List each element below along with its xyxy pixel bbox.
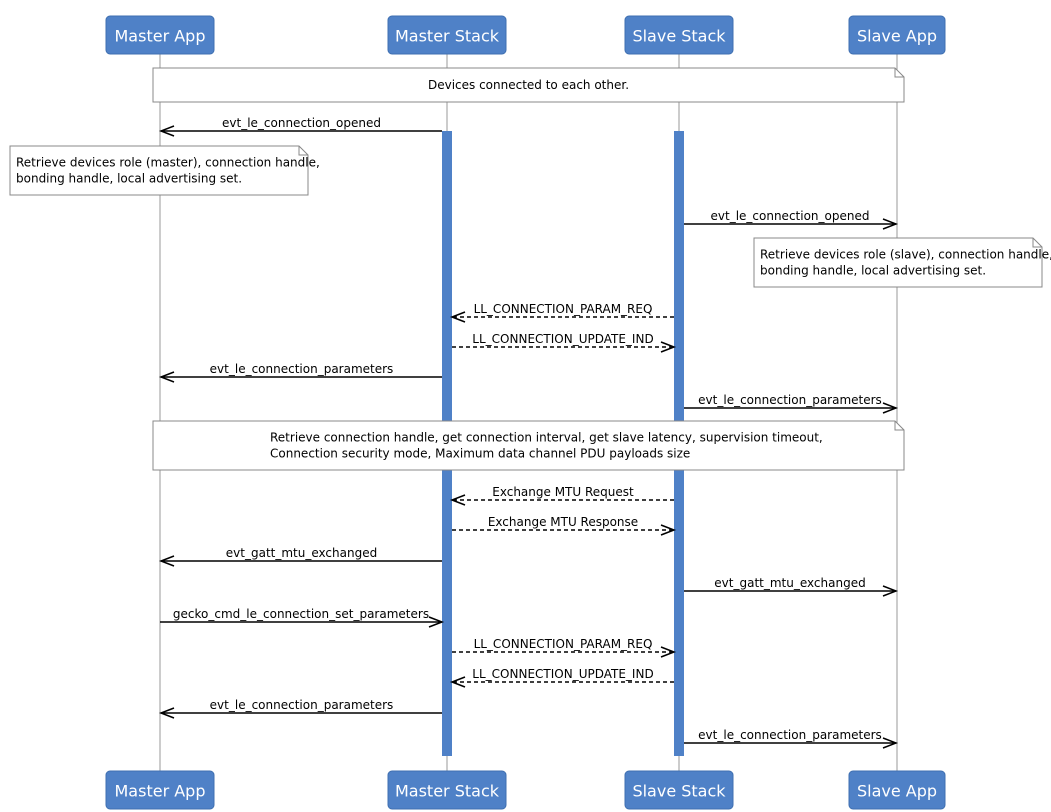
message-label: gecko_cmd_le_connection_set_parameters xyxy=(173,607,429,621)
arrowhead-icon xyxy=(882,585,899,597)
participant-slave_stack-bottom: Slave Stack xyxy=(624,770,734,810)
message-10: evt_gatt_mtu_exchanged xyxy=(684,576,899,597)
note-2: Retrieve devices role (master), connecti… xyxy=(9,145,320,196)
arrowhead-icon xyxy=(158,125,175,137)
arrowhead-icon xyxy=(882,402,899,414)
participant-label: Slave App xyxy=(857,27,937,46)
note-3: Retrieve devices role (slave), connectio… xyxy=(753,237,1051,288)
message-4: LL_CONNECTION_UPDATE_IND xyxy=(452,332,677,353)
arrowhead-icon xyxy=(449,676,466,688)
arrowhead-icon xyxy=(158,371,175,383)
message-label: evt_le_connection_opened xyxy=(222,116,381,130)
message-11: gecko_cmd_le_connection_set_parameters xyxy=(160,607,445,628)
message-label: evt_le_connection_parameters xyxy=(698,728,882,742)
message-label: evt_gatt_mtu_exchanged xyxy=(226,546,377,560)
message-12: LL_CONNECTION_PARAM_REQ xyxy=(452,637,677,658)
arrowhead-icon xyxy=(660,524,677,536)
message-label: LL_CONNECTION_UPDATE_IND xyxy=(472,332,653,346)
arrowhead-icon xyxy=(158,707,175,719)
note-line: Devices connected to each other. xyxy=(428,78,629,92)
participant-label: Slave Stack xyxy=(632,782,726,801)
arrowhead-icon xyxy=(158,555,175,567)
participant-master_app-bottom: Master App xyxy=(105,770,215,810)
message-label: Exchange MTU Request xyxy=(492,485,634,499)
participant-label: Master Stack xyxy=(395,782,500,801)
arrowhead-icon xyxy=(882,737,899,749)
message-label: evt_le_connection_parameters xyxy=(210,698,394,712)
arrowhead-icon xyxy=(660,646,677,658)
arrowhead-icon xyxy=(428,616,445,628)
participant-label: Master App xyxy=(115,27,206,46)
message-6: evt_le_connection_parameters xyxy=(684,393,899,414)
message-label: evt_le_connection_parameters xyxy=(698,393,882,407)
message-3: LL_CONNECTION_PARAM_REQ xyxy=(449,302,674,323)
participant-master_stack-top: Master Stack xyxy=(387,15,507,55)
participant-slave_app-bottom: Slave App xyxy=(848,770,946,810)
note-line: bonding handle, local advertising set. xyxy=(760,264,986,278)
note-line: Retrieve connection handle, get connecti… xyxy=(270,431,823,445)
message-label: LL_CONNECTION_UPDATE_IND xyxy=(472,667,653,681)
message-8: Exchange MTU Response xyxy=(452,515,677,536)
message-7: Exchange MTU Request xyxy=(449,485,674,506)
participant-master_app-top: Master App xyxy=(105,15,215,55)
note-line: Retrieve devices role (master), connecti… xyxy=(16,156,320,170)
message-2: evt_le_connection_opened xyxy=(684,209,899,230)
participant-label: Slave Stack xyxy=(632,27,726,46)
participant-label: Master App xyxy=(115,782,206,801)
message-5: evt_le_connection_parameters xyxy=(158,362,442,383)
note-line: Connection security mode, Maximum data c… xyxy=(270,447,690,461)
participant-label: Master Stack xyxy=(395,27,500,46)
note-1: Devices connected to each other. xyxy=(152,67,905,103)
message-label: evt_gatt_mtu_exchanged xyxy=(714,576,865,590)
participant-master_stack-bottom: Master Stack xyxy=(387,770,507,810)
participant-label: Slave App xyxy=(857,782,937,801)
note-line: Retrieve devices role (slave), connectio… xyxy=(760,248,1051,262)
message-label: LL_CONNECTION_PARAM_REQ xyxy=(474,637,653,651)
message-label: Exchange MTU Response xyxy=(488,515,638,529)
note-4: Retrieve connection handle, get connecti… xyxy=(152,420,905,471)
participant-slave_stack-top: Slave Stack xyxy=(624,15,734,55)
message-9: evt_gatt_mtu_exchanged xyxy=(158,546,442,567)
note-line: bonding handle, local advertising set. xyxy=(16,172,242,186)
message-13: LL_CONNECTION_UPDATE_IND xyxy=(449,667,674,688)
message-label: evt_le_connection_parameters xyxy=(210,362,394,376)
arrowhead-icon xyxy=(660,341,677,353)
arrowhead-icon xyxy=(449,311,466,323)
participant-slave_app-top: Slave App xyxy=(848,15,946,55)
message-14: evt_le_connection_parameters xyxy=(158,698,442,719)
message-label: LL_CONNECTION_PARAM_REQ xyxy=(474,302,653,316)
message-label: evt_le_connection_opened xyxy=(711,209,870,223)
arrowhead-icon xyxy=(882,218,899,230)
message-15: evt_le_connection_parameters xyxy=(684,728,899,749)
arrowhead-icon xyxy=(449,494,466,506)
message-1: evt_le_connection_opened xyxy=(158,116,442,137)
